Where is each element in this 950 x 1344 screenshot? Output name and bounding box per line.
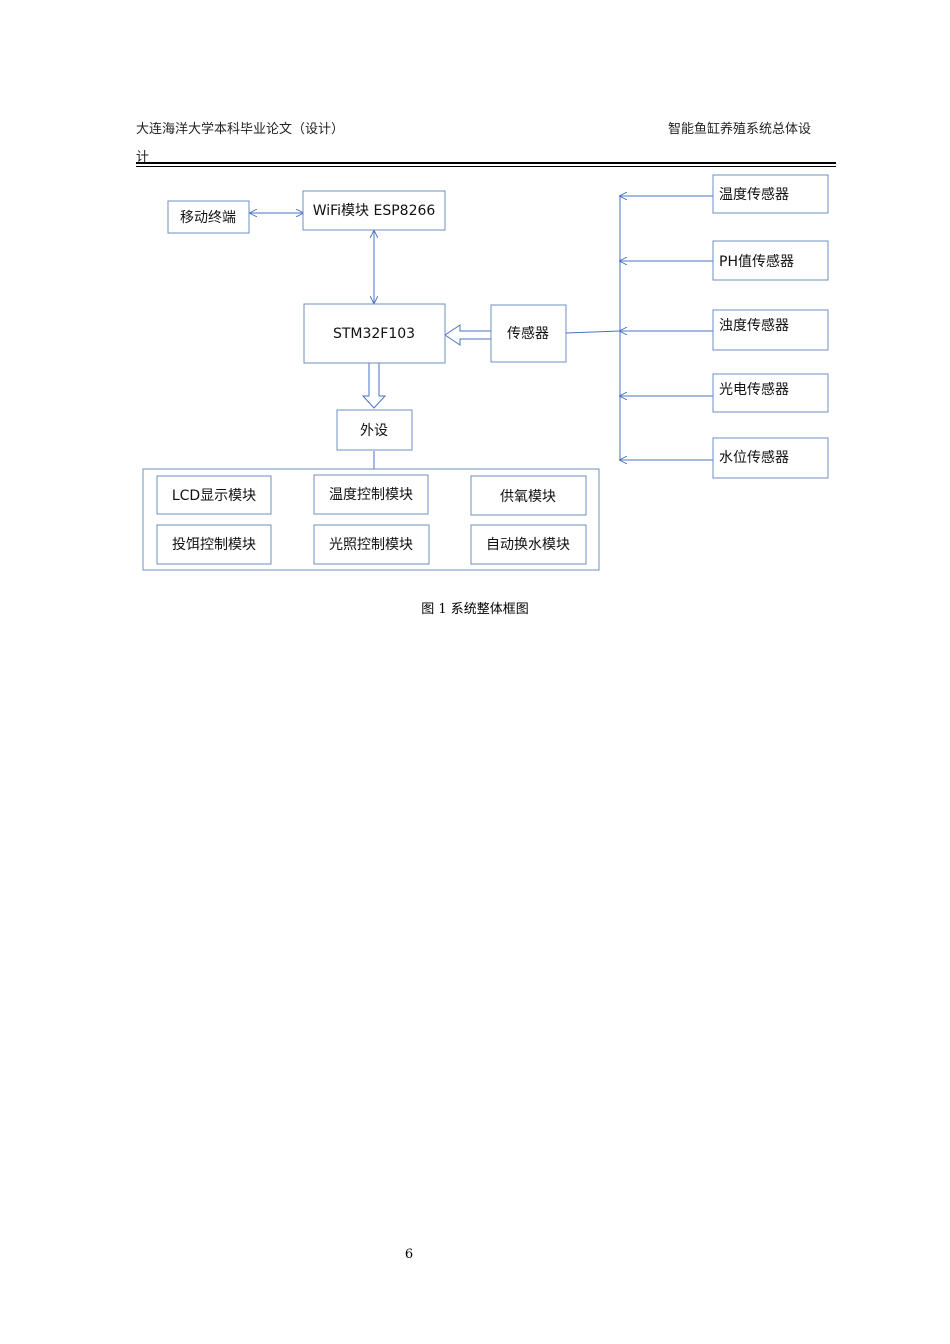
module-box — [156, 524, 272, 565]
peripheral-label: 外设 — [360, 423, 388, 439]
sensor-label: 浊度传感器 — [719, 317, 789, 334]
header-right: 智能鱼缸养殖系统总体设 — [668, 122, 812, 137]
sensor-box — [712, 174, 829, 214]
header-rule-thick — [136, 162, 836, 164]
module-label: LCD显示模块 — [172, 488, 256, 504]
sensor-to-mcu-arrow — [444, 324, 492, 346]
sensor-bus-link — [565, 330, 621, 334]
peripheral-box — [336, 409, 413, 451]
module-box — [156, 475, 272, 515]
mcu-box — [303, 303, 446, 364]
module-box — [313, 524, 430, 565]
module-label: 自动换水模块 — [486, 536, 570, 553]
module-box — [470, 475, 587, 516]
header-wrap: 计 — [136, 150, 150, 165]
sensor-label: 温度传感器 — [719, 186, 789, 203]
mobile-terminal-box — [167, 200, 250, 234]
sensor-box — [712, 240, 829, 281]
wifi-module-label: WiFi模块 ESP8266 — [313, 203, 436, 219]
sensor-hub-box — [490, 304, 567, 363]
header-left: 大连海洋大学本科毕业论文（设计） — [136, 122, 345, 137]
module-label: 投饵控制模块 — [172, 537, 256, 553]
wifi-module-box — [302, 190, 446, 231]
figure-caption: 图 1 系统整体框图 — [421, 602, 529, 617]
page-number: 6 — [404, 1247, 414, 1262]
header-rule-thin — [136, 166, 836, 167]
sensor-label: 光电传感器 — [719, 381, 789, 398]
sensor-box — [712, 437, 829, 479]
mobile-terminal-label: 移动终端 — [180, 210, 236, 226]
sensor-label: 水位传感器 — [719, 449, 789, 466]
module-box — [313, 474, 429, 515]
module-box — [470, 524, 587, 565]
module-label: 温度控制模块 — [329, 487, 413, 503]
mcu-to-peripheral-arrow — [361, 362, 387, 409]
mcu-label: STM32F103 — [333, 326, 415, 342]
sensor-box — [712, 373, 829, 413]
sensor-box — [712, 309, 829, 351]
sensor-label: PH值传感器 — [719, 253, 794, 270]
module-label: 供氧模块 — [500, 489, 556, 505]
sensor-hub-label: 传感器 — [507, 325, 549, 342]
module-label: 光照控制模块 — [329, 537, 413, 553]
